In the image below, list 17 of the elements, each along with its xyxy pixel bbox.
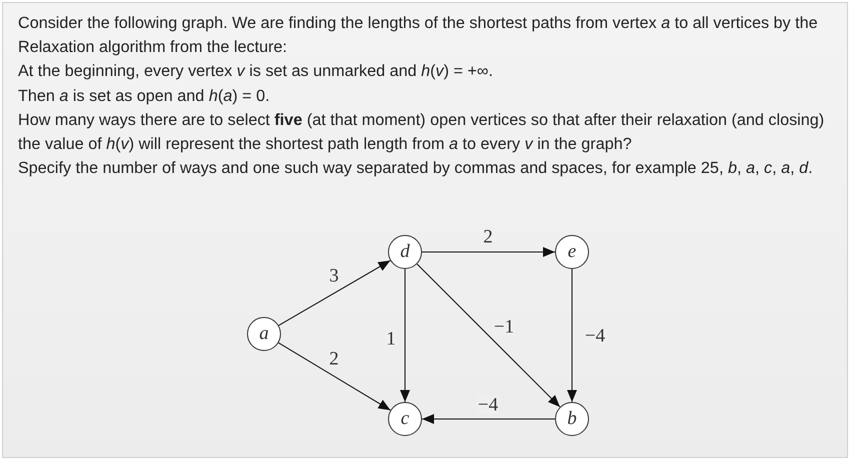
arrow <box>422 247 556 257</box>
arrow <box>278 342 391 411</box>
vertex-circle: e <box>555 235 589 269</box>
vertex-circle: a <box>247 317 281 351</box>
question-text: At the beginning, every vertex v is set as unmarked and h(v) = +∞. <box>18 61 494 82</box>
question-text: Then a is set as open and h(a) = 0. <box>18 86 271 107</box>
arrow <box>278 260 391 326</box>
arrow <box>416 264 560 408</box>
arrow <box>567 268 577 402</box>
question-text: Consider the following graph. We are finding the lengths of the shortest paths from vertex a to all vertices by the Relaxation algorithm from the lecture: <box>18 13 819 58</box>
vertex-circle: d <box>388 235 422 269</box>
question-text: Specify the number of ways and one such way separated by commas and spaces, for example 25, b, a, c, a, d. <box>18 158 814 180</box>
vertex-circle: c <box>388 402 422 436</box>
vertex-circle: b <box>555 402 589 436</box>
arrow <box>400 268 410 402</box>
arrow <box>422 414 556 424</box>
question-text: How many ways there are to select five (at that moment) open vertices so that after their relaxation (and closing) the value of h(v) will represent the shortest path length from a to every v in the graph? <box>18 110 826 156</box>
